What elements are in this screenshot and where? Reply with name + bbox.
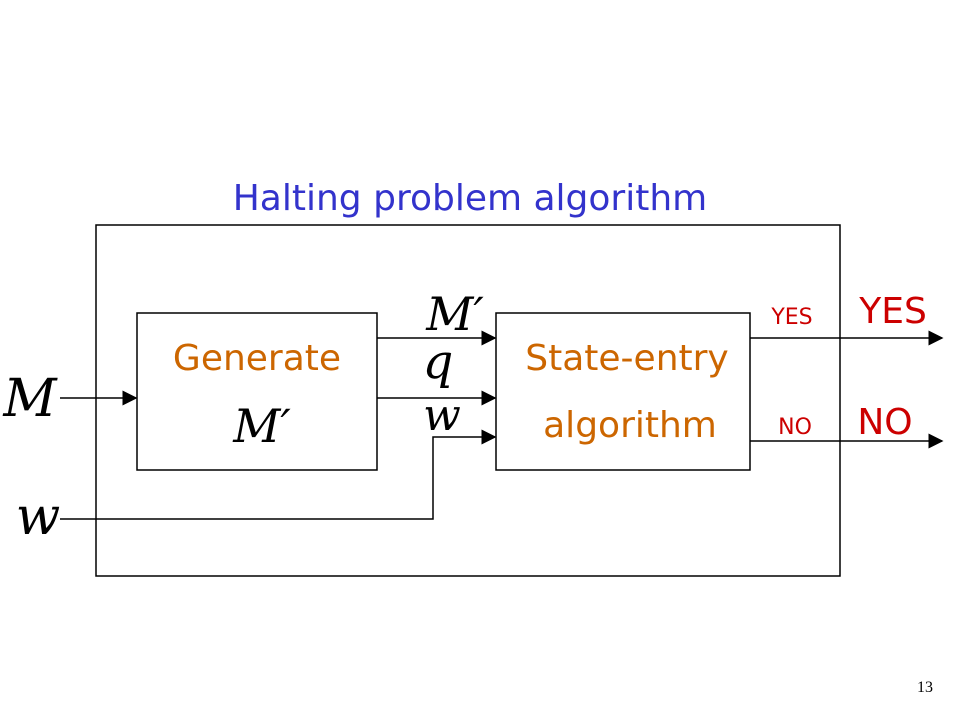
input-w-wire — [60, 429, 497, 520]
algorithm-label: algorithm — [543, 405, 717, 446]
input-w-label: w — [16, 487, 61, 547]
yes-inner-label: YES — [770, 305, 812, 330]
page-number: 13 — [917, 679, 933, 696]
state-entry-box — [495, 312, 751, 471]
no-inner-label: NO — [778, 415, 812, 440]
generate-label: Generate — [173, 338, 341, 379]
state-entry-label: State-entry — [525, 338, 728, 379]
wire-w-label: w — [423, 390, 461, 441]
yes-outer-label: YES — [858, 291, 927, 332]
input-m-label: M — [2, 369, 58, 429]
wire-q-label: q — [423, 334, 454, 390]
no-outer-label: NO — [857, 402, 912, 443]
generate-m-prime-label: M′ — [232, 399, 291, 453]
wire-m-prime-label: M′ — [425, 287, 484, 341]
generate-box — [136, 312, 378, 471]
diagram-title: Halting problem algorithm — [233, 178, 708, 219]
